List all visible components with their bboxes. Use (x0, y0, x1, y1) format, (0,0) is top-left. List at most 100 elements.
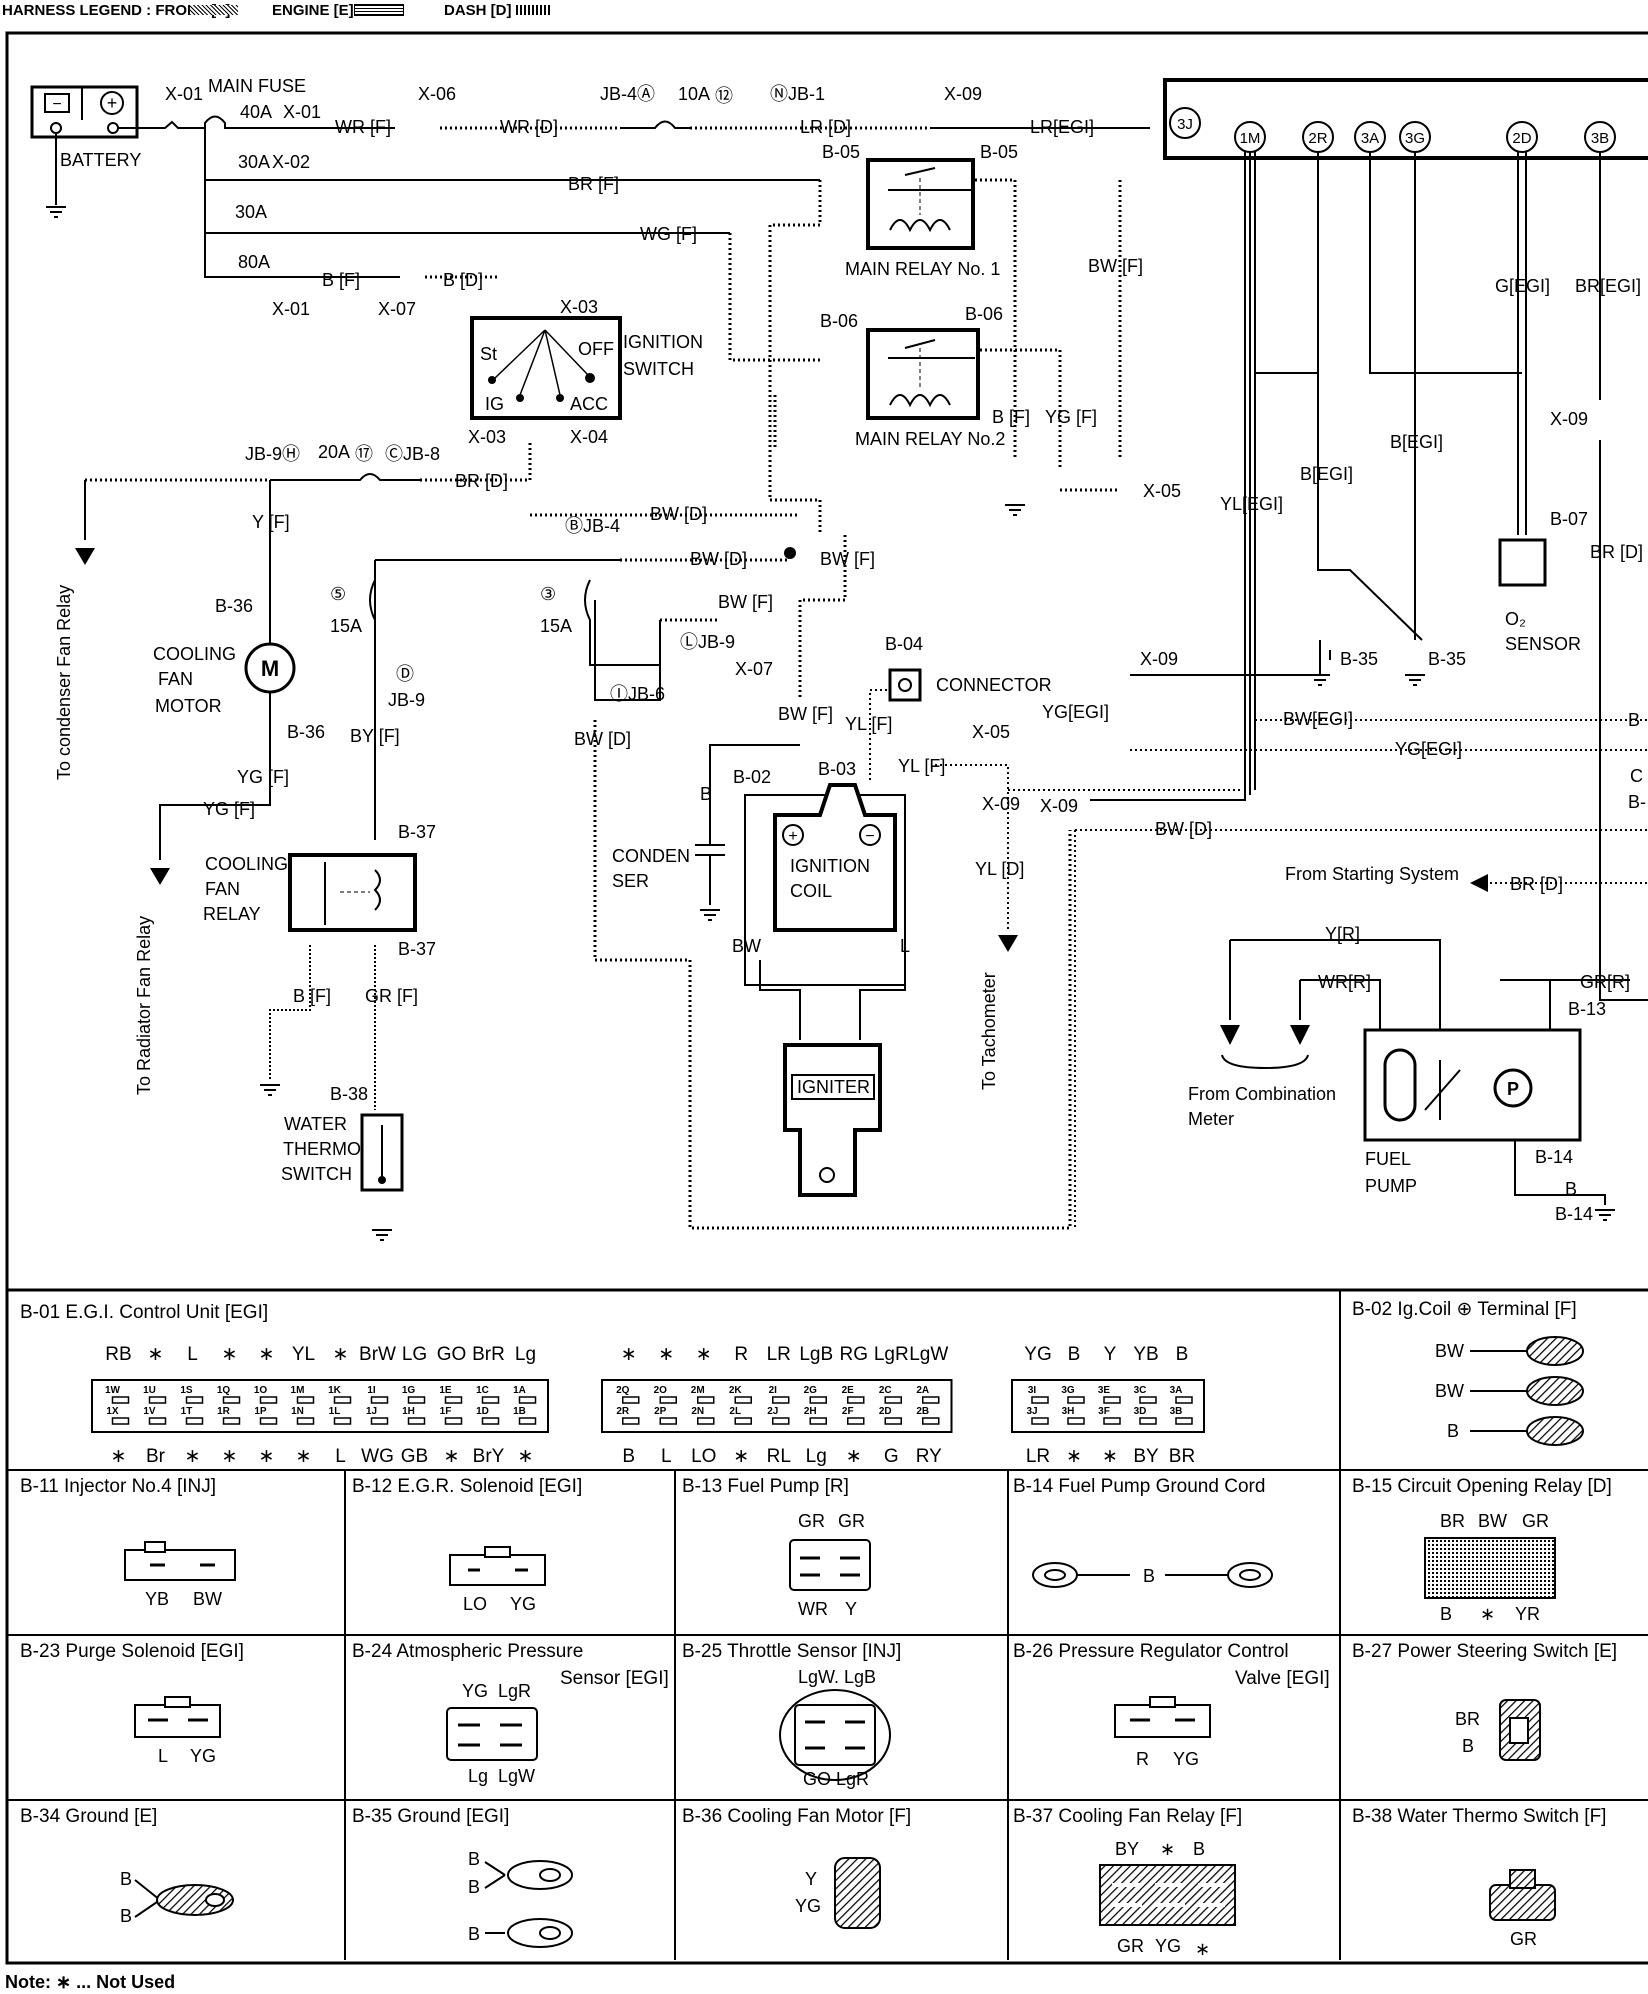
b12-wire-1: LO (463, 1594, 487, 1614)
b01-pin (734, 1417, 752, 1425)
b01-wire-bot: ∗ (259, 1446, 275, 1467)
o2-sensor (1498, 538, 1547, 587)
term-2d: 2D (1512, 130, 1531, 147)
b01-pin-bot: 3B (1170, 1406, 1183, 1417)
sensor-label: SENSOR (1505, 634, 1581, 654)
battery-label: BATTERY (60, 150, 141, 170)
main-fuse-label: MAIN FUSE (208, 76, 306, 96)
b01-wire-bot: BR (1169, 1446, 1195, 1467)
fuse-30a-1: 30A (238, 152, 270, 172)
b01-pin (1175, 1417, 1193, 1425)
b01-wire-top: Lg (515, 1344, 536, 1365)
b24-top-1: YG (462, 1681, 488, 1701)
yl-f2: YL [F] (898, 756, 945, 776)
b01-wire-bot: ∗ (846, 1446, 862, 1467)
b36-wire-1: Y (805, 1869, 817, 1889)
b01-pin-top: 2G (804, 1385, 818, 1396)
legend-front: HARNESS LEGEND : FRONT [F] (2, 2, 231, 19)
wts-l3: SWITCH (281, 1164, 352, 1184)
relay-wiring (728, 178, 1122, 700)
b38-connector: GR (1489, 1869, 1556, 1949)
b01-wire-top: ∗ (259, 1344, 275, 1365)
term-1m: 1M (1240, 130, 1261, 147)
x02-label: X-02 (272, 152, 310, 172)
to-tacho-label: To Tachometer (979, 972, 999, 1090)
b01-wire-bot: WG (361, 1446, 394, 1467)
term-3j: 3J (1177, 116, 1193, 133)
b15-top-2: BW (1478, 1511, 1507, 1531)
b01-pin-bot: 3D (1134, 1406, 1147, 1417)
fuse-40a: 40A (240, 102, 272, 122)
b01-wire-top: ∗ (696, 1344, 712, 1365)
b01-pin (407, 1417, 426, 1425)
ign-switch-l1: IGNITION (623, 332, 703, 352)
b01-group1: RB∗1W1X∗Br1U1VL∗1S1T∗∗1Q1R∗∗1O1PYL∗1M1N∗… (91, 1344, 549, 1467)
x05-label: X-05 (1143, 481, 1181, 501)
b01-wire-top: LG (402, 1344, 427, 1365)
b01-pin-top: 1E (439, 1385, 452, 1396)
b01-pin (518, 1417, 537, 1425)
cond-l1: CONDEN (612, 846, 690, 866)
term-3g: 3G (1405, 130, 1425, 147)
b01-pin (296, 1417, 315, 1425)
cfm-l1: COOLING (153, 644, 236, 664)
jb9d-mark: Ⓓ (396, 664, 414, 684)
b01-pin-top: 1Q (217, 1385, 231, 1396)
b11-wire-2: BW (193, 1589, 222, 1609)
note: Note: ∗ ... Not Used (5, 1972, 175, 1992)
fp-l1: FUEL (1365, 1149, 1411, 1169)
b14-title: B-14 Fuel Pump Ground Cord (1013, 1476, 1265, 1497)
b01-wire-top: RG (840, 1344, 869, 1365)
b01-pin (1031, 1396, 1049, 1404)
edge-b2: B- (1628, 792, 1646, 812)
b01-pin-top: 2K (729, 1385, 743, 1396)
b01-pin-bot: 1L (329, 1406, 341, 1417)
b01-pin (809, 1396, 827, 1404)
b01-pin (148, 1396, 167, 1404)
b27-wire-1: BR (1455, 1709, 1480, 1729)
wg-f: WG [F] (640, 224, 697, 244)
fuse-80a: 80A (238, 252, 270, 272)
b34-wire-2: B (120, 1906, 132, 1926)
b01-pin-top: 1U (143, 1385, 156, 1396)
connector-label: CONNECTOR (936, 675, 1052, 695)
b15-top-3: GR (1522, 1511, 1549, 1531)
b35b-label: B-35 (1428, 649, 1466, 669)
b12-title: B-12 E.G.R. Solenoid [EGI] (352, 1476, 582, 1497)
b06a-label: B-06 (820, 311, 858, 331)
b01-wire-top: ∗ (148, 1344, 164, 1365)
b01-pin-top: 1I (367, 1385, 376, 1396)
ign-coil-l1: IGNITION (790, 856, 870, 876)
b23-wire-2: YG (190, 1746, 216, 1766)
b-f3: B [F] (293, 986, 331, 1006)
b13-top-1: GR (798, 1511, 825, 1531)
b01-pin-top: 3E (1098, 1385, 1111, 1396)
b01-pin-bot: 1B (513, 1406, 526, 1417)
main-fuse-wires (118, 115, 320, 278)
b01-pin (922, 1396, 940, 1404)
fuse-15a-2: 15A (540, 616, 572, 636)
b01-pin-bot: 1T (181, 1406, 193, 1417)
b25-bot: GO LgR (803, 1769, 869, 1789)
b14b-label: B-14 (1555, 1204, 1593, 1224)
b01-pin (111, 1396, 130, 1404)
ign-switch-l2: SWITCH (623, 359, 694, 379)
svg-text:+: + (788, 828, 797, 845)
b01-pin (1031, 1417, 1049, 1425)
b01-pin-bot: 2R (616, 1406, 630, 1417)
b01-wire-bot: BrY (473, 1446, 505, 1467)
b12-wire-2: YG (510, 1594, 536, 1614)
b01-pin (884, 1396, 902, 1404)
b01-pin-top: 2C (879, 1385, 892, 1396)
front-pattern (190, 5, 238, 15)
b01-wire-bot: ∗ (222, 1446, 238, 1467)
bw-d: BW [D] (650, 504, 707, 524)
b01-wire-bot: RL (767, 1446, 791, 1467)
b01-wire-bot: G (884, 1446, 899, 1467)
b01-pin (772, 1417, 790, 1425)
b24-title2: Sensor [EGI] (560, 1668, 669, 1689)
bw-f2: BW [F] (820, 549, 875, 569)
b01-wire-bot: ∗ (296, 1446, 312, 1467)
igniter (783, 1043, 882, 1197)
b23-connector: L YG (134, 1696, 221, 1766)
